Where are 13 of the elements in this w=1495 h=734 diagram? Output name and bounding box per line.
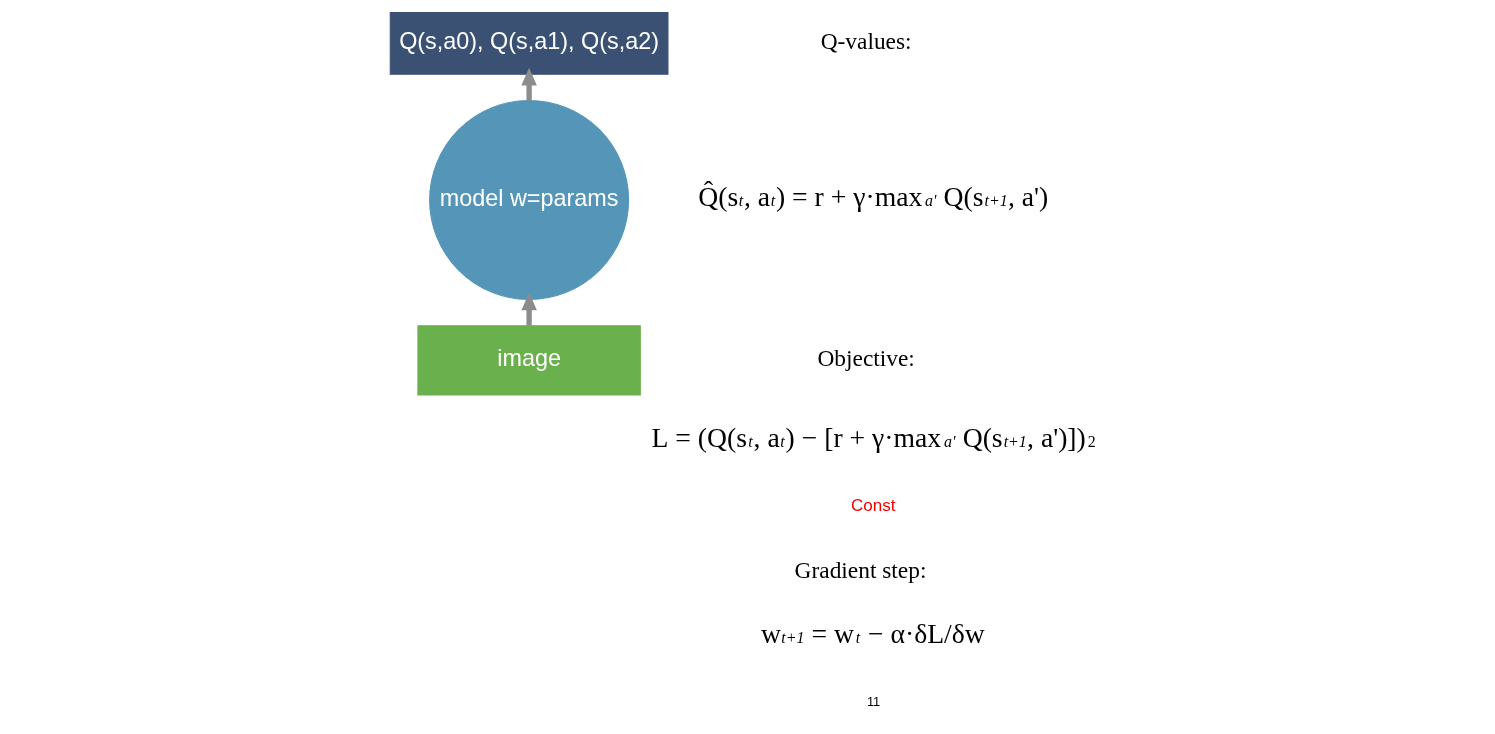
node-box: Q(s,a0), Q(s,a1), Q(s,a2): [389, 11, 669, 75]
node-circle: model w=params: [429, 99, 630, 300]
label: Objective:: [817, 345, 915, 372]
label: Const: [850, 495, 896, 515]
arrow: [521, 67, 537, 101]
arrow: [521, 292, 537, 326]
label: Q-values:: [820, 28, 912, 55]
label: wt+1 = wt − α·δL/δw: [761, 617, 985, 649]
label: 11: [866, 693, 881, 709]
label: Gradient step:: [794, 556, 927, 583]
node-box: image: [417, 325, 641, 396]
label: L = (Q(st, at) − [r + γ·maxa' Q(st+1, a')])2: [651, 421, 1096, 453]
label: Q̂(st, at) = r + γ·maxa' Q(st+1, a'): [698, 180, 1049, 212]
